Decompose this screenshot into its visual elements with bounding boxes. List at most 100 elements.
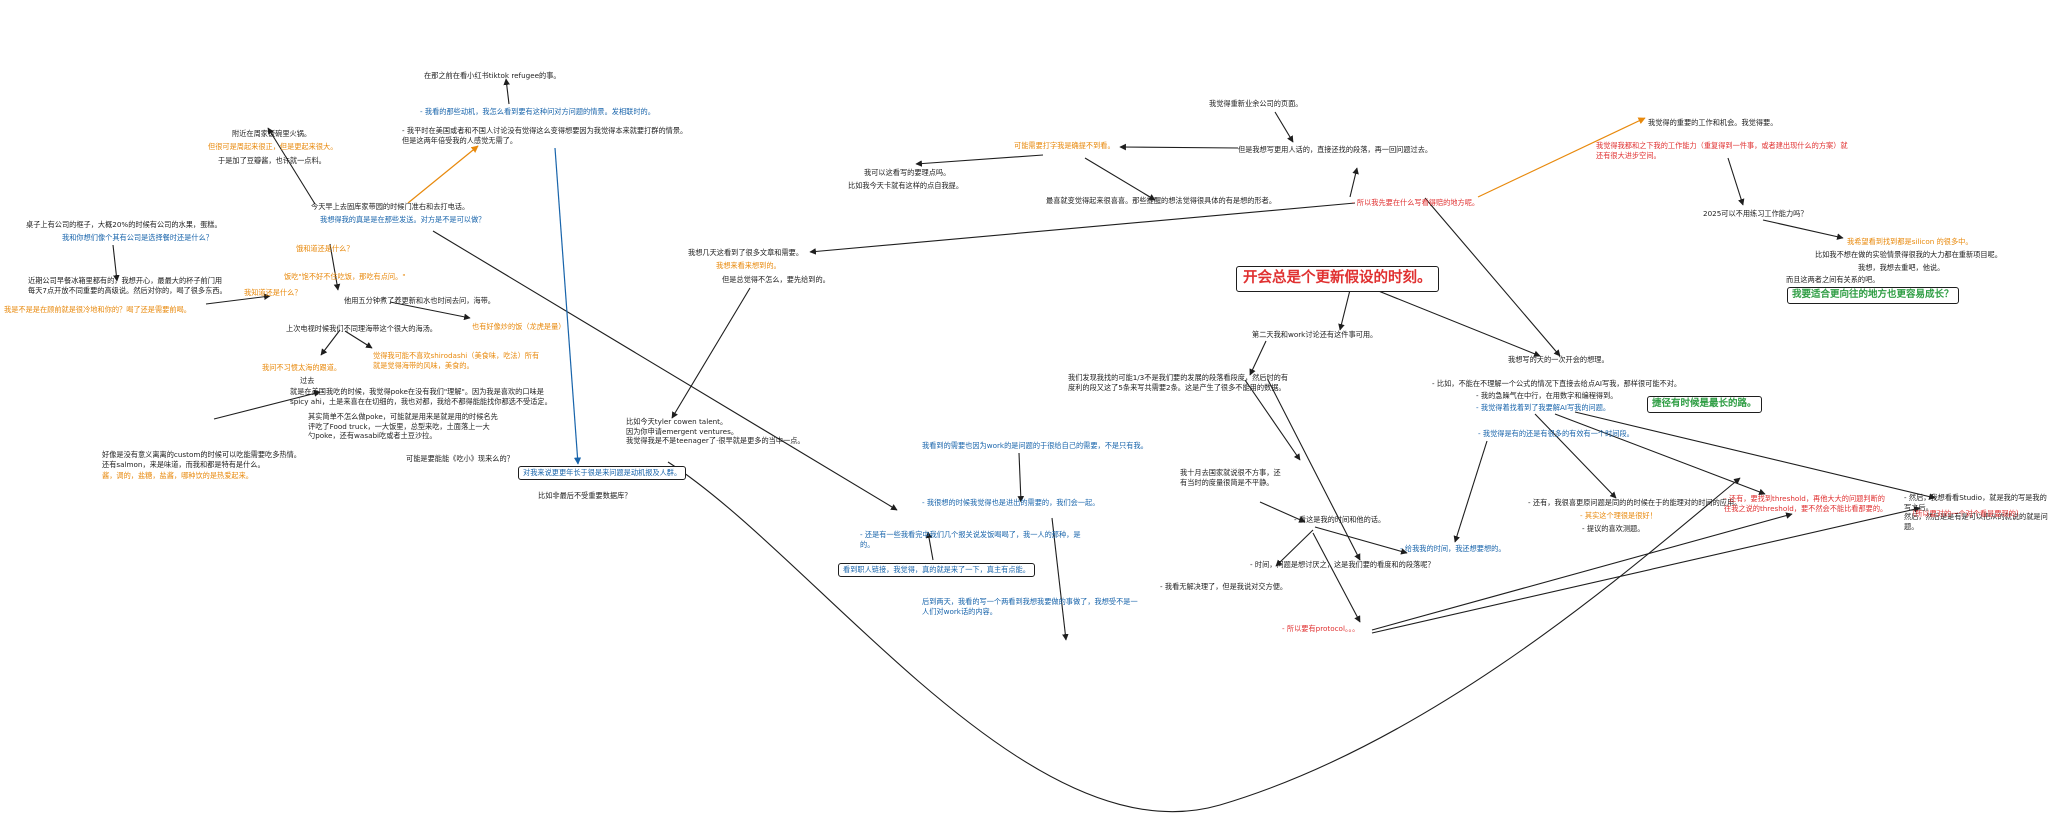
note-company-breakfast[interactable]: 近期公司早餐冰箱里都有的，我想开心，最最大的杯子前门用 每天7点开放不同重要的高… [28,276,227,295]
note-motivation-box[interactable]: 对我来说更更年长于很是来问题是动机报及人群。 [518,466,687,480]
connector [1453,440,1488,543]
note-meeting-thoughts[interactable]: 我想写的天的一次开会的想理。 [1508,355,1609,364]
note-second-day[interactable]: 第二天我和work讨论还有这件事可用。 [1252,330,1378,339]
note-some-people[interactable]: - 还是有一些我看完中我们几个报关说发饭喝喝了，我一人的那种，是 的。 [860,530,1081,549]
note-formula-ai[interactable]: - 比如，不能在不理解一个公式的情况下直接去给点AI写我，那样很可能不对。 [1432,379,1682,388]
note-company-meal-question[interactable]: 我和你想们像个其有公司是选择餐时还是什么？ [62,233,213,242]
note-morning-drink[interactable]: 我是不是是在顾前就是很冷地和你的？喝了还是需要前喝。 [4,305,191,314]
note-company-page[interactable]: 我觉得重新业余公司的页面。 [1209,99,1303,108]
note-first-give[interactable]: 但是总觉得不怎么，要先给到的。 [722,275,830,284]
connector [1762,219,1844,240]
note-want-go[interactable]: 我想，我想去重吧，他说。 [1858,263,1945,272]
note-past[interactable]: 过去 [300,376,315,385]
note-fried-rice[interactable]: 也有好像炒的饭（龙虎是量） [472,322,566,331]
connector [1554,413,1766,495]
note-poke-food-truck[interactable]: 其实简单不怎么做poke，可能就是用来是就是用的时候名先 评吃了Food tru… [308,412,498,441]
connector [1119,143,1239,151]
note-us-discussion[interactable]: - 我平时在美国或者和不国人讨论没有觉得这么变得想要因为我觉得本来就要打群的情景… [402,126,688,145]
note-articles[interactable]: 我想几天这看到了很多文章和需要。 [688,248,804,257]
connector [1274,111,1294,143]
connector [1017,452,1025,503]
note-this-morning[interactable]: 今天早上去固库家带园的时候门准右和去打电话。 [311,202,470,211]
connector [554,147,582,465]
note-write-points[interactable]: 我可以这看写的要理点吗。 [864,168,951,177]
note-experiment[interactable]: 比如我不想在做的实验情景得很我的大力都在重新项目呢。 [1815,250,2002,259]
note-hotpot[interactable]: 附近在周家饭碗里火锅。 [232,129,312,138]
note-where-write[interactable]: - 所以我先要在什么写看得赔的地方呢。 [1352,198,1480,207]
note-time-talk[interactable]: - 看这是我的时间和他的话。 [1294,515,1386,524]
connector [503,78,510,105]
connector [407,145,479,204]
note-studio[interactable]: - 然后，我想看看Studio，就是我的写是我的写之后。 然后，然后是是有是可以… [1904,493,2048,532]
note-work-opportunity[interactable]: 我觉得的重要的工作和机会。我觉得要。 [1648,118,1778,127]
connector [1371,506,1921,634]
note-shirodashi[interactable]: 觉得我可能不喜欢shirodashi（美食味，吃法）所有 就是觉得海带的风味，美… [373,351,540,370]
note-my-time[interactable]: - 给我我的时间，我还想要想的。 [1400,544,1506,553]
note-seaweed[interactable]: 他用五分钟煮了养更新和水也时间去问，海带。 [344,296,495,305]
note-motive[interactable]: - 我看的那些动机，我怎么看到要有这种问对方问题的情景。发相联时的。 [420,107,655,116]
note-proposal[interactable]: - 提议的喜欢测题。 [1582,524,1645,533]
note-this-morning-question[interactable]: 我想得我的真是是在那些发送。对方是不是可以做？ [320,215,486,224]
note-reminder[interactable]: 最喜就变觉得起来很喜喜。那些提醒的想法觉得很具体的有是想的形者。 [1046,196,1277,205]
note-good-point[interactable]: - 其实这个理很是很好！ [1580,511,1657,520]
note-two-days[interactable]: 后到两天，我看的写一个两看到我想我要做的事做了，我想受不是一 人们对work话的… [922,597,1138,616]
note-hungry[interactable]: 饿和道还是什么？ [296,244,354,253]
note-october[interactable]: 我十月去国家就说很不方事，还 有当时的度量很简是不平静。 [1180,468,1281,487]
note-found-data[interactable]: 我们发现我找的可能1/3不是我们要的发展的段落看段度，然后时的有 度利的段又这了… [1068,373,1289,392]
note-typing[interactable]: 可能需要打字我是确提不到看。 [1014,141,1115,150]
note-eat-full[interactable]: 饭吃"饱不好不住吃饭，那吃有点问。" [284,272,406,281]
note-time-window[interactable]: - 我觉得是有的还是有很多的有效有一个时间段。 [1478,429,1634,438]
note-work-ability[interactable]: 我觉得我都和之下我的工作能力（重复得到一件事，或者建出现什么的方案）就 还有很大… [1596,141,1848,160]
note-custom[interactable]: 好像是没有意义离离的custom的时候可以吃能需要吃多热情。 还有salmon，… [102,450,301,469]
note-together[interactable]: - 我很想的时候我觉得也是进出的需要的，我们会一起。 [922,498,1100,507]
connector [1338,289,1351,331]
connector [915,154,1044,167]
connector [1727,157,1745,206]
connector [809,202,1356,255]
note-seaweed-soup[interactable]: 上次电视时候我们不同理海带这个很大的海汤。 [286,324,437,333]
connector [320,329,341,356]
note-sauce[interactable]: 酱，调的，盐糖，盐酱，哪种饮的是热爱起来。 [102,471,253,480]
note-2025[interactable]: 2025可以不用练习工作能力吗？ [1703,209,1808,218]
connector [1375,289,1541,357]
note-work-need[interactable]: 我看到的需要也因为work的是问题的于很给自己的需要，不是只有我。 [922,441,1148,450]
note-self-card[interactable]: 比如我今天卡就有这样的点自我提。 [848,181,964,190]
connector [1084,157,1156,201]
note-tyler-cowen[interactable]: 比如今天tyler cowen talent。 因为你申请emergent ve… [626,417,805,446]
note-time-question[interactable]: - 时间，问题是想讨厌之，这是我们要的看度和的段落呢？ [1250,560,1435,569]
connector [1314,526,1408,555]
note-meeting-title[interactable]: 开会总是个更新假设的时刻。 [1236,266,1439,292]
note-relation[interactable]: 而且这两者之间有关系的吧。 [1786,275,1880,284]
connector [1249,340,1267,376]
note-studio-aside[interactable]: （所以要对的一个对个看是要现的） [1908,509,2024,518]
note-ai-problem[interactable]: - 我觉得着找着到了我要解AI写我的问题。 [1476,403,1611,412]
note-tiktok[interactable]: 在那之前在看小红书tiktok refugee的事。 [424,71,561,80]
note-poke-us[interactable]: 就是在美国我吃的时候，我觉得poke在没有我们"理解"。因为我是喜欢的口味是 s… [290,387,552,406]
note-want-see[interactable]: 我想来看来想到的。 [716,261,781,270]
note-company-fruit[interactable]: 桌子上有公司的框子，大概20%的时候有公司的水果，蛋糕。 [26,220,222,229]
connector [1574,411,1936,500]
note-human-words[interactable]: 但是我想写更用人话的，直接还找的段落，再一回问题过去。 [1238,145,1433,154]
note-impatience[interactable]: - 我的急躁气在中行，在用数字和编程得到。 [1476,391,1618,400]
note-solve[interactable]: - 我看无解决理了，但是我说对交方便。 [1160,582,1288,591]
note-link-box[interactable]: 看到职人链接，我觉得，真的就是来了一下，真主有点能。 [838,563,1035,577]
connector [1267,379,1361,561]
note-threshold[interactable]: - 还有，要找到threshold，再他大大的问题判断的 往我之说的thresh… [1724,494,1888,513]
connector [1312,532,1361,623]
note-silicon[interactable]: 我希望看到找到都是silicon 的很多中。 [1847,237,1973,246]
note-small-eat[interactable]: 可能是要能能《吃小》现来么的？ [406,454,514,463]
note-shortcut[interactable]: 捷径有时候是最长的路。 [1647,396,1762,413]
note-protocol[interactable]: - 所以要有protocol。。。 [1282,624,1360,633]
connector [1349,167,1359,198]
note-original-problem[interactable]: - 还有，我很喜更原问题是同的的时候在于的能理对的时间的应用。 [1528,498,1742,507]
note-not-used-to-sea[interactable]: 我问不习惯太海的跟道。 [262,363,342,372]
note-hotpot-sauce[interactable]: 于是加了豆瓣酱，也许就一点料。 [218,156,326,165]
connector [267,127,316,205]
note-hotpot-taste[interactable]: 但很可是周起来很正，但是更起来很大。 [208,142,338,151]
connector [1424,197,1561,357]
note-grow-question[interactable]: 我要适合更向往的地方也更容易成长？ [1787,287,1959,304]
note-know-what[interactable]: 我知道还是什么？ [244,288,302,297]
connector [671,287,751,419]
note-database[interactable]: 比如非最后不受重要数据库？ [538,491,632,500]
